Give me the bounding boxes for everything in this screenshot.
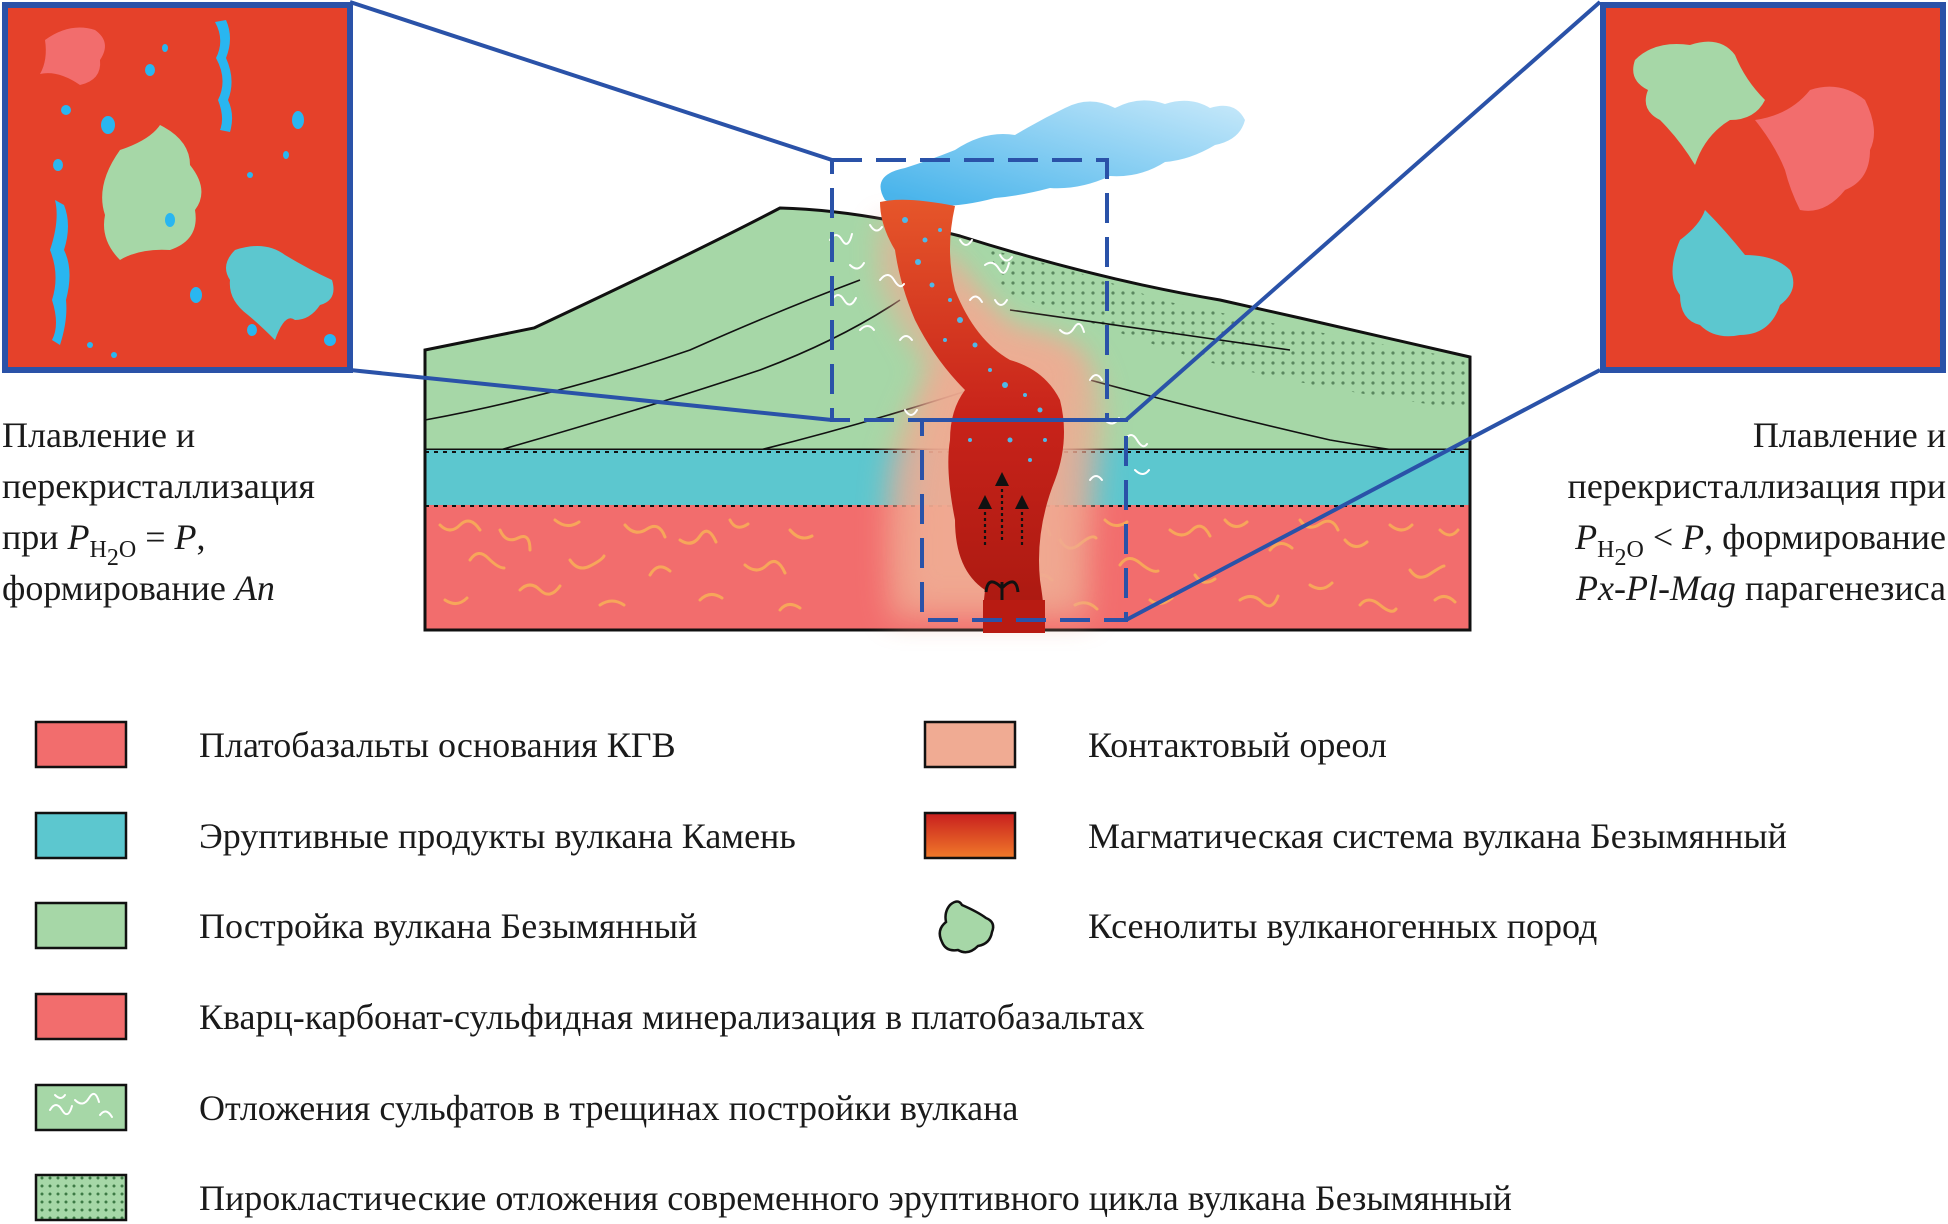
legend-label: Магматическая система вулкана Безымянный <box>1088 816 1787 856</box>
zoom-frames <box>830 158 1128 622</box>
subscript: H2O <box>1597 537 1644 570</box>
legend-swatch-pyroclastic <box>34 1173 128 1222</box>
mineral-name: Px-Pl-Mag <box>1576 568 1736 608</box>
annotation-left: Плавление и перекристаллизация при PH2O … <box>2 410 315 614</box>
legend-label: Пирокластические отложения современного … <box>199 1178 1512 1218</box>
legend-swatches <box>34 720 1017 1222</box>
legend-item-edifice: Постройка вулкана Безымянный <box>36 901 697 951</box>
pressure-symbol: P <box>174 517 197 557</box>
legend-swatch-slot <box>36 1083 132 1133</box>
mineral-name: An <box>234 568 275 608</box>
inset-left <box>2 2 353 373</box>
legend-item-sulfates: Отложения сульфатов в трещинах постройки… <box>36 1083 1018 1133</box>
text: формирование <box>2 568 235 608</box>
volcanic-plume <box>880 100 1245 208</box>
legend-item-mineralization: Кварц-карбонат-сульфидная минерализация … <box>36 992 1145 1042</box>
legend-label: Контактовый ореол <box>1088 725 1387 765</box>
text: при <box>2 517 68 557</box>
text: , формирование <box>1704 517 1946 557</box>
magma-feeder <box>983 600 1045 633</box>
legend-swatch-slot <box>925 811 1021 861</box>
subscript: 2 <box>106 545 119 571</box>
legend-swatch-platobasalt <box>34 720 128 769</box>
text: H <box>1597 537 1615 563</box>
subscript: 2 <box>1614 545 1627 571</box>
connector-lines <box>349 0 1602 622</box>
annotation-right-line3: PH2O < P, формирование <box>1568 512 1946 570</box>
legend-label: Эруптивные продукты вулкана Камень <box>199 816 796 856</box>
text: O <box>1626 537 1644 563</box>
section-frame <box>423 350 1472 632</box>
legend-swatch-slot <box>925 901 1021 951</box>
legend-label: Постройка вулкана Безымянный <box>199 906 698 946</box>
legend-label: Платобазальты основания КГВ <box>199 725 676 765</box>
annotation-left-line2: перекристаллизация <box>2 466 315 506</box>
pressure-symbol: P <box>1682 517 1705 557</box>
legend-item-xenolith: Ксенолиты вулканогенных пород <box>925 901 1597 951</box>
legend-swatch-slot <box>36 811 132 861</box>
legend-swatch-kamen <box>34 811 128 860</box>
annotation-right-line2: перекристаллизация при <box>1567 466 1946 506</box>
legend-swatch-slot <box>36 1173 132 1223</box>
text: , <box>196 517 206 557</box>
legend-label: Отложения сульфатов в трещинах постройки… <box>199 1088 1019 1128</box>
legend-swatch-contact-aureole <box>923 720 1017 769</box>
source-symbol <box>984 580 1020 600</box>
legend-swatch-mineralization <box>34 992 128 1041</box>
pressure-symbol: P <box>1575 517 1598 557</box>
legend-item-pyroclastic: Пирокластические отложения современного … <box>36 1173 1512 1223</box>
annotation-left-line3: при PH2O = P, <box>2 512 315 570</box>
legend-swatch-slot <box>36 992 132 1042</box>
legend-item-kamen: Эруптивные продукты вулкана Камень <box>36 811 796 861</box>
legend-swatch-edifice <box>34 901 128 950</box>
magma-system <box>880 199 1064 632</box>
annotation-right-line4: Px-Pl-Mag парагенезиса <box>1568 563 1946 614</box>
legend-item-platobasalt: Платобазальты основания КГВ <box>36 720 676 770</box>
text: O <box>118 537 137 563</box>
legend-swatch-magma <box>923 811 1017 860</box>
text: H <box>89 537 107 563</box>
legend-swatch-slot <box>36 720 132 770</box>
legend-swatch-xenolith <box>938 900 995 954</box>
inset-right <box>1600 2 1946 373</box>
annotation-right: Плавление и перекристаллизация при PH2O … <box>1568 410 1946 614</box>
legend-label: Кварц-карбонат-сульфидная минерализация … <box>199 997 1145 1037</box>
annotation-right-line1: Плавление и <box>1752 415 1946 455</box>
relation: = <box>136 517 175 557</box>
arrow-heads <box>978 472 1029 509</box>
legend-item-contact-aureole: Контактовый ореол <box>925 720 1387 770</box>
text: парагенезиса <box>1735 568 1946 608</box>
annotation-left-line1: Плавление и <box>2 415 196 455</box>
legend-label: Ксенолиты вулканогенных пород <box>1088 906 1598 946</box>
legend-swatch-slot <box>36 901 132 951</box>
edifice-strata <box>424 279 1441 456</box>
annotation-left-line4: формирование An <box>2 563 315 614</box>
pressure-symbol: P <box>67 517 90 557</box>
magma-ascent-arrows <box>983 482 1024 545</box>
legend-item-magma: Магматическая система вулкана Безымянный <box>925 811 1787 861</box>
subscript: H2O <box>89 537 137 570</box>
relation: < <box>1643 517 1683 557</box>
legend-swatch-slot <box>925 720 1021 770</box>
